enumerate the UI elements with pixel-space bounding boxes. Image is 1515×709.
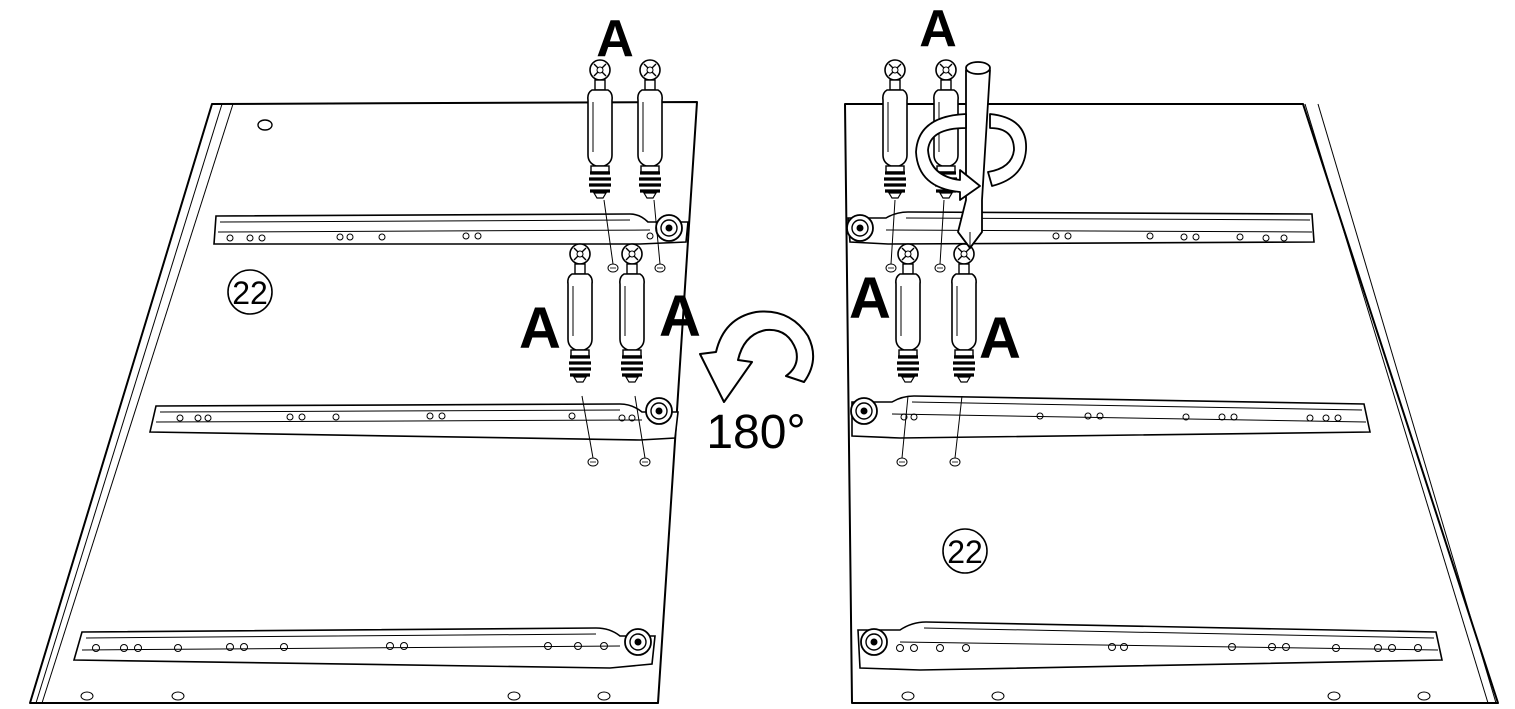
part-label-a: A: [596, 10, 634, 68]
rotate-180-arrow-icon: [699, 310, 815, 403]
pilot-holes: [581, 199, 666, 467]
pilot-holes: [885, 199, 963, 467]
left-panel: [29, 58, 698, 704]
part-label-a: A: [519, 296, 561, 361]
panel-hole: [257, 119, 273, 131]
twist-arrow-icon: [915, 113, 1027, 201]
right-panel: [844, 58, 1499, 704]
drawer-rail: [72, 627, 656, 669]
drawer-rail: [850, 395, 1371, 439]
drawer-rail: [213, 213, 689, 245]
edge-holes: [901, 691, 1431, 701]
part-label-a: A: [979, 306, 1021, 371]
panel-number: 22: [232, 275, 268, 311]
panel-number: 22: [947, 534, 983, 570]
edge-holes: [80, 691, 611, 701]
drawer-rail: [857, 621, 1443, 671]
part-label-a: A: [659, 284, 701, 349]
drawer-rail: [846, 211, 1315, 245]
panel-number-badge: 22: [227, 269, 273, 315]
part-label-a: A: [919, 0, 957, 58]
panel-number-badge: 22: [942, 528, 988, 574]
part-labels: A A A A A A: [519, 0, 1021, 371]
part-label-a: A: [849, 266, 891, 331]
rotation-label: 180°: [706, 406, 805, 459]
